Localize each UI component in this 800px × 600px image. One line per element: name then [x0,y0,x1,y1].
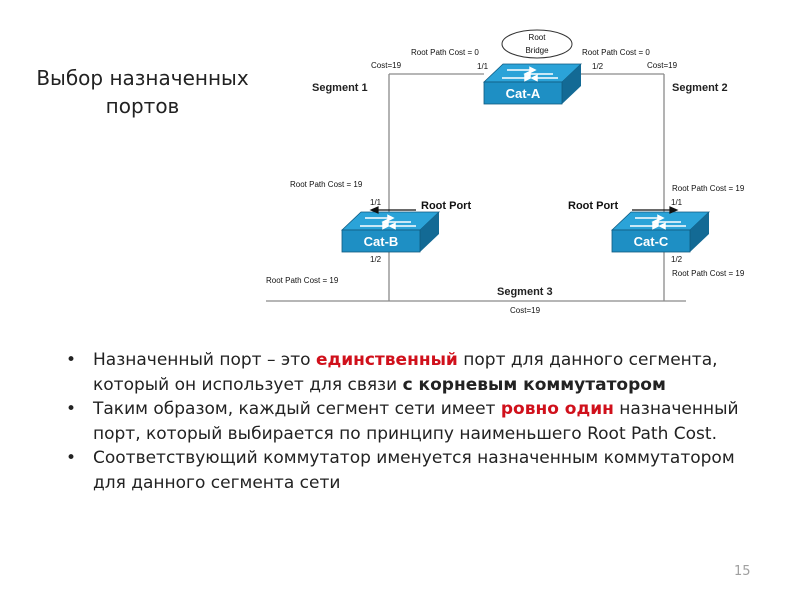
segment-3-label: Segment 3 [497,286,553,298]
segment-1-label: Segment 1 [312,82,368,94]
bullet-2-text-b: назначенный порт, который выбирается по … [93,399,739,444]
switch-cat-c-side [690,212,709,252]
bullet-item-1: Назначенный порт – это единственный порт… [64,348,764,397]
slide-title-line-2: портов [105,94,180,118]
root-port-b-arrow-icon [369,206,416,214]
cat-c-bottom-root-path-cost: Root Path Cost = 19 [672,269,745,278]
switch-cat-c-arrows-icon [630,214,686,230]
bullet-1-text-b: порт для данного сегмента, который он ис… [93,350,718,395]
bullet-item-3: Соответствующий коммутатор именуется наз… [64,446,764,495]
switch-cat-c-front [611,229,691,253]
bullet-1-emphasis-red: единственный [315,350,458,370]
segment-1-cost-label: Cost=19 [371,61,402,70]
cat-a-port-left: 1/1 [477,62,489,71]
bullet-2-emphasis-red: ровно один [500,399,614,419]
root-port-c-arrow-icon [632,206,679,214]
switch-cat-b[interactable]: Cat-B [340,211,441,253]
cat-b-port-top: 1/1 [370,198,382,207]
root-bridge-ellipse [501,29,573,59]
cat-b-top-root-path-cost: Root Path Cost = 19 [290,180,363,189]
switch-cat-b-arrows-icon [360,214,416,230]
network-links [266,73,686,302]
cat-b-root-port-label: Root Port [421,200,471,212]
cat-c-top-root-path-cost: Root Path Cost = 19 [672,184,745,193]
bullet-2-text-a: Таким образом, каждый сегмент сети имеет [93,399,501,419]
bullet-3-text: Соответствующий коммутатор именуется наз… [93,448,735,493]
cat-a-port-right: 1/2 [592,62,604,71]
slide-title: Выбор назначенных портов [10,64,275,120]
root-bridge-label-line-1: Root [529,33,547,42]
switch-cat-a-label: Cat-A [506,86,541,101]
switch-cat-a-front [483,81,563,105]
switch-cat-a-side [562,64,581,104]
cat-a-left-root-path-cost: Root Path Cost = 0 [411,48,479,57]
switch-cat-c[interactable]: Cat-C [610,211,711,253]
segment-3-cost-label: Cost=19 [510,306,541,315]
switch-cat-c-label: Cat-C [634,234,669,249]
root-bridge-label-line-2: Bridge [525,46,549,55]
cat-c-port-bottom: 1/2 [671,255,683,264]
cat-b-port-bottom: 1/2 [370,255,382,264]
network-diagram: Root Bridge Cat-A Cat-B [266,29,745,315]
bullet-item-2: Таким образом, каждый сегмент сети имеет… [64,397,764,446]
segment-2-label: Segment 2 [672,82,728,94]
switch-cat-b-side [420,212,439,252]
switch-cat-a[interactable]: Cat-A [482,63,583,105]
cat-b-bottom-root-path-cost: Root Path Cost = 19 [266,276,339,285]
bullet-1-text-a: Назначенный порт – это [93,350,316,370]
switch-cat-b-front [341,229,421,253]
switch-cat-a-arrows-icon [502,66,558,82]
bullet-1-emphasis-bold: с корневым коммутатором [402,374,666,395]
bullet-list: Назначенный порт – это единственный порт… [64,348,764,495]
switch-cat-b-label: Cat-B [364,234,399,249]
slide-title-line-1: Выбор назначенных [36,66,249,90]
segment-2-cost-label: Cost=19 [647,61,678,70]
cat-c-port-top: 1/1 [671,198,683,207]
cat-c-root-port-label: Root Port [568,200,618,212]
page-number: 15 [734,564,751,579]
cat-a-right-root-path-cost: Root Path Cost = 0 [582,48,650,57]
